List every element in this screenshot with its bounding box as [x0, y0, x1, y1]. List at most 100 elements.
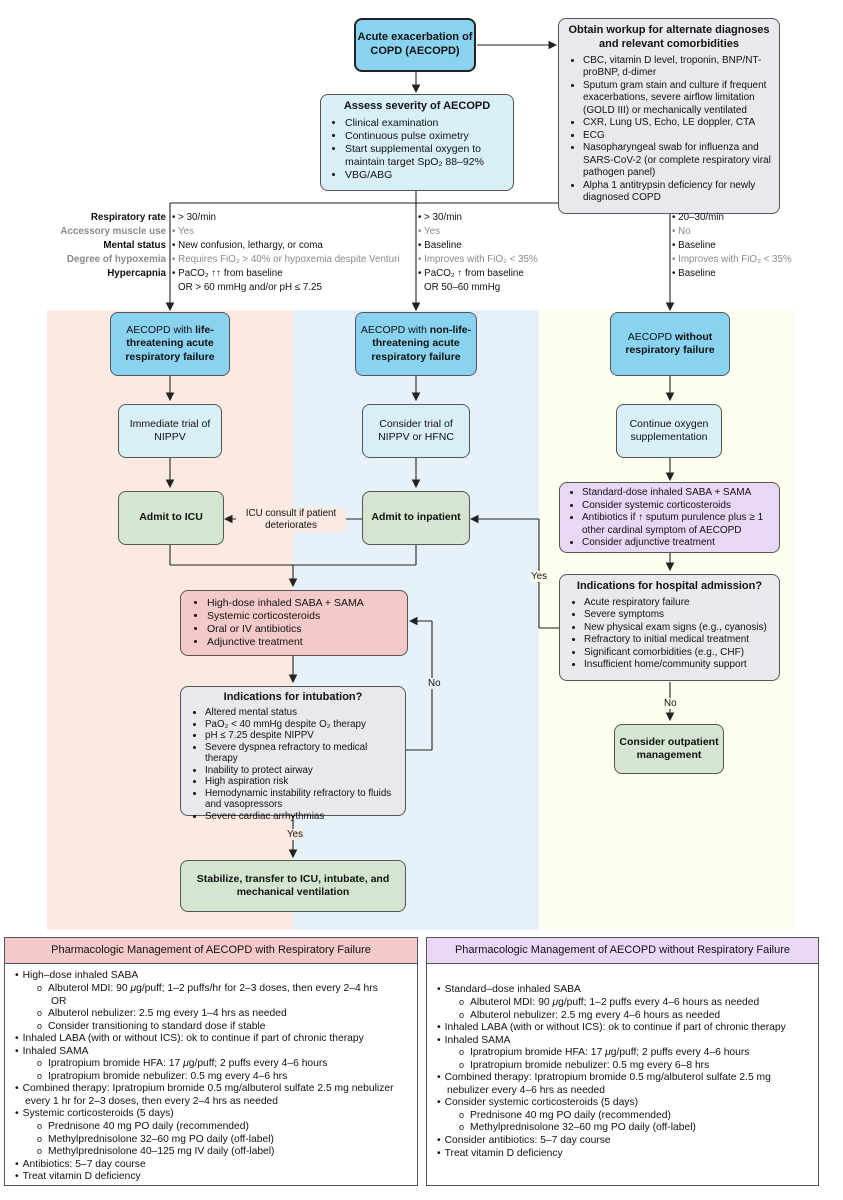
list-item: Inhaled SAMA Ipratropium bromide HFA: 17… — [23, 1046, 409, 1084]
list-item: Albuterol nebulizer: 2.5 mg every 1–4 hr… — [48, 1008, 409, 1021]
list-item: Consider systemic corticosteroids — [582, 500, 773, 513]
hospital-admission-title: Indications for hospital admission? — [576, 580, 763, 592]
trial-text: Consider trial of NIPPV or HFNC — [378, 417, 454, 443]
severity-non-life-threatening: AECOPD with non-life-threatening acute r… — [355, 312, 477, 376]
severity-no-failure: AECOPD without respiratory failure — [610, 312, 730, 376]
list-item: ECG — [583, 130, 771, 143]
table-body: Standard–dose inhaled SABA Albuterol MDI… — [427, 964, 818, 1166]
list-item: High-dose inhaled SABA + SAMA — [207, 597, 397, 610]
table-without-respiratory-failure: Pharmacologic Management of AECOPD witho… — [426, 937, 819, 1186]
workup-box: Obtain workup for alternate diagnoses an… — [558, 18, 780, 214]
list-item: Continuous pulse oximetry — [345, 130, 505, 143]
list-item: Consider systemic corticosteroids (5 day… — [445, 1097, 810, 1135]
list-item: Oral or IV antibiotics — [207, 623, 397, 636]
admit-icu-text: Admit to ICU — [139, 511, 203, 524]
list-item: Ipratropium bromide HFA: 17 μg/puff; 2 p… — [48, 1058, 409, 1071]
list-item: Ipratropium bromide nebulizer: 0.5 mg ev… — [470, 1060, 810, 1073]
standard-treatment-box: Standard-dose inhaled SABA + SAMA Consid… — [559, 482, 780, 553]
list-item: Standard–dose inhaled SABA Albuterol MDI… — [445, 984, 810, 1022]
icu-consult-label: ICU consult if patient deteriorates — [236, 508, 346, 532]
list-item: VBG/ABG — [345, 169, 505, 182]
list-item: Antibiotics: 5–7 day course — [23, 1159, 409, 1172]
criteria-label: Accessory muscle use — [60, 226, 166, 237]
criteria-col-no-failure: • 20–30/min • No • Baseline • Improves w… — [672, 212, 792, 279]
list-item: Combined therapy: Ipratropium bromide 0.… — [445, 1072, 810, 1097]
list-item: Consider antibiotics: 5–7 day course — [445, 1135, 810, 1148]
list-item: Ipratropium bromide nebulizer: 0.5 mg ev… — [48, 1071, 409, 1084]
final-intubation-box: Stabilize, transfer to ICU, intubate, an… — [180, 860, 406, 912]
list-item: Adjunctive treatment — [207, 636, 397, 649]
criteria-value: Improves with FiO₂ < 35% — [678, 254, 792, 265]
severity-bold: life-threatening acute respiratory failu… — [125, 324, 215, 363]
start-node-aecopd: Acute exacerbation of COPD (AECOPD) — [354, 18, 476, 72]
list-item: Inability to protect airway — [205, 765, 397, 777]
severity-prefix: AECOPD with — [360, 324, 430, 337]
table-with-respiratory-failure: Pharmacologic Management of AECOPD with … — [4, 937, 418, 1186]
outpatient-box: Consider outpatient management — [614, 724, 724, 774]
assess-list: Clinical examination Continuous pulse ox… — [329, 117, 505, 183]
list-item: Ipratropium bromide HFA: 17 μg/puff; 2 p… — [470, 1047, 810, 1060]
list-item: Inhaled LABA (with or without ICS): ok t… — [445, 1022, 810, 1035]
list-item: Systemic corticosteroids (5 days) Predni… — [23, 1108, 409, 1159]
list-item: Combined therapy: Ipratropium bromide 0.… — [23, 1083, 409, 1108]
assess-severity-box: Assess severity of AECOPD Clinical exami… — [320, 94, 514, 191]
list-item: Alpha 1 antitrypsin deficiency for newly… — [583, 180, 771, 205]
list-item: Standard-dose inhaled SABA + SAMA — [582, 487, 773, 500]
hospital-admission-list: Acute respiratory failure Severe symptom… — [568, 597, 771, 672]
list-item: Consider transitioning to standard dose … — [48, 1021, 409, 1034]
severity-life-threatening: AECOPD with life-threatening acute respi… — [110, 312, 230, 376]
list-item: Methylprednisolone 32–60 mg PO daily (of… — [470, 1122, 810, 1135]
severity-prefix: AECOPD with — [126, 324, 196, 337]
criteria-value: PaCO₂ ↑ from baseline — [424, 268, 524, 279]
list-item: Methylprednisolone 40–125 mg IV daily (o… — [48, 1146, 409, 1159]
criteria-value: > 30/min — [424, 212, 463, 223]
trial-text: Immediate trial of NIPPV — [129, 417, 211, 443]
list-item: Albuterol MDI: 90 μg/puff; 1–2 puffs eve… — [470, 997, 810, 1010]
edge-label-yes: Yes — [531, 571, 547, 582]
list-item: Consider adjunctive treatment — [582, 537, 773, 550]
drug-list: Standard–dose inhaled SABA Albuterol MDI… — [435, 984, 810, 1160]
list-item: Start supplemental oxygen to maintain ta… — [345, 143, 505, 169]
list-item: Severe dyspnea refractory to medical the… — [205, 742, 397, 765]
criteria-value: 20–30/min — [678, 212, 724, 223]
list-item: Hemodynamic instability refractory to fl… — [205, 788, 397, 811]
intubation-list: Altered mental status PaO₂ < 40 mmHg des… — [189, 707, 397, 822]
criteria-value: Requires FiO₂ > 40% or hypoxemia despite… — [178, 254, 400, 265]
criteria-value: OR 50–60 mmHg — [424, 282, 501, 293]
criteria-value: PaCO₂ ↑↑ from baseline — [178, 268, 283, 279]
criteria-label: Degree of hypoxemia — [66, 254, 166, 265]
list-item: New physical exam signs (e.g., cyanosis) — [584, 622, 771, 635]
criteria-value: New confusion, lethargy, or coma — [178, 240, 323, 251]
edge-label-yes: Yes — [287, 829, 303, 840]
list-item: Albuterol MDI: 90 μg/puff; 1–2 puffs/hr … — [48, 983, 409, 1008]
admit-icu: Admit to ICU — [118, 491, 224, 545]
criteria-label: Hypercapnia — [107, 268, 166, 279]
list-item: Prednisone 40 mg PO daily (recommended) — [48, 1121, 409, 1134]
criteria-col-life-threatening: • > 30/min • Yes • New confusion, lethar… — [172, 212, 400, 293]
trial-nippv: Immediate trial of NIPPV — [118, 404, 222, 458]
continue-oxygen: Continue oxygen supplementation — [616, 404, 722, 458]
list-item: Methylprednisolone 32–60 mg PO daily (of… — [48, 1134, 409, 1147]
list-item: Clinical examination — [345, 117, 505, 130]
criteria-value: Yes — [423, 226, 440, 237]
final-text: Stabilize, transfer to ICU, intubate, an… — [196, 872, 390, 898]
list-item: Refractory to initial medical treatment — [584, 634, 771, 647]
criteria-col-non-life-threatening: • > 30/min • Yes • Baseline • Improves w… — [418, 212, 538, 293]
list-item: Altered mental status — [205, 707, 397, 719]
list-item: Systemic corticosteroids — [207, 610, 397, 623]
trial-text: Continue oxygen supplementation — [629, 417, 709, 443]
list-item: High–dose inhaled SABA Albuterol MDI: 90… — [23, 970, 409, 1034]
admit-inpatient-text: Admit to inpatient — [371, 511, 461, 524]
table-header: Pharmacologic Management of AECOPD with … — [5, 938, 417, 965]
intubation-title: Indications for intubation? — [223, 691, 363, 703]
criteria-value: Baseline — [678, 268, 716, 279]
list-item: Severe symptoms — [584, 609, 771, 622]
severity-bold: without respiratory failure — [625, 330, 715, 356]
criteria-value: OR > 60 mmHg and/or pH ≤ 7.25 — [178, 282, 322, 293]
trial-nippv-hfnc: Consider trial of NIPPV or HFNC — [362, 404, 470, 458]
severity-prefix: AECOPD — [627, 330, 675, 343]
criteria-value: Improves with FiO₂ < 35% — [424, 254, 538, 265]
severity-bold: non-life-threatening acute respiratory f… — [371, 324, 472, 363]
edge-label-no: No — [664, 698, 677, 709]
admit-inpatient: Admit to inpatient — [362, 491, 470, 545]
